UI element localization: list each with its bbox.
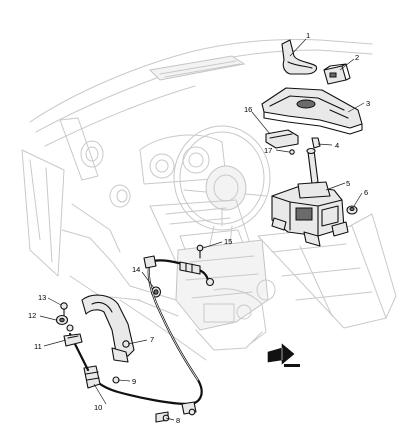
callout-3: 3	[366, 99, 370, 108]
callout-5: 5	[346, 179, 350, 188]
front-direction-arrow-icon	[267, 343, 300, 367]
callout-2: 2	[355, 53, 359, 62]
callout-7: 7	[150, 335, 154, 344]
callout-15: 15	[224, 237, 232, 246]
callout-1: 1	[306, 31, 310, 40]
part-11-cable-end	[63, 324, 83, 347]
callout-11: 11	[34, 342, 42, 351]
callout-4: 4	[335, 141, 339, 150]
part-4-clip	[311, 137, 321, 149]
part-16-bracket	[265, 129, 299, 149]
callout-13: 13	[38, 293, 46, 302]
part-1-boot	[281, 39, 318, 75]
callout-labels: 1 2 3 4 5 6 7 8 9 10 11 12 13 14 15 16 1…	[28, 31, 370, 425]
callout-17: 17	[264, 146, 272, 155]
callout-10: 10	[94, 403, 102, 412]
part-12-nut	[55, 314, 69, 326]
part-3-trim-plate	[261, 87, 363, 135]
callout-6: 6	[364, 188, 368, 197]
callout-16: 16	[244, 105, 252, 114]
part-15-bolt	[196, 244, 204, 259]
part-17-pin	[289, 149, 295, 155]
part-5-shifter-assembly	[271, 147, 349, 247]
part-2-switch	[323, 63, 351, 85]
callout-12: 12	[28, 311, 36, 320]
leader-lines	[39, 38, 365, 421]
part-13-bolt	[60, 302, 68, 317]
part-7-bracket	[81, 294, 135, 363]
callout-9: 9	[132, 377, 136, 386]
callout-8: 8	[176, 416, 180, 425]
callout-14: 14	[132, 265, 140, 274]
part-6-nut	[346, 205, 358, 215]
